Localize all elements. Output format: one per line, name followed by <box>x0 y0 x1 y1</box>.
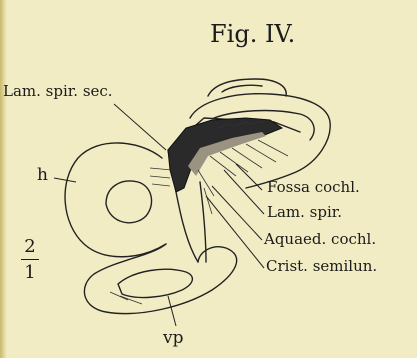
round-window <box>106 181 152 223</box>
basal-coil-outline <box>65 143 166 257</box>
lower-loop-inner <box>118 269 192 297</box>
label-lam-spir-sec: Lam. spir. sec. <box>3 84 113 99</box>
scale-fraction: 2 1 <box>21 238 39 282</box>
label-crist-semilun: Crist. semilun. <box>266 259 377 274</box>
lower-loop-outline <box>84 244 236 314</box>
figure-title: Fig. IV. <box>210 22 295 46</box>
label-lam-spir: Lam. spir. <box>267 205 342 220</box>
label-h: h <box>37 167 48 184</box>
fraction-bar <box>21 259 39 260</box>
label-vp: vp <box>163 330 184 347</box>
label-aquaed-cochl: Aquaed. cochl. <box>264 232 376 247</box>
leader-lam-spir <box>224 170 264 214</box>
apical-coil-inner <box>222 85 262 92</box>
leader-fossa-cochl <box>236 164 262 190</box>
scale-numerator: 2 <box>21 238 39 256</box>
label-fossa-cochl: Fossa cochl. <box>267 180 360 195</box>
scale-denominator: 1 <box>21 264 39 282</box>
leader-h <box>54 178 76 182</box>
leader-crist-semilun <box>206 196 264 268</box>
leader-vp <box>168 296 176 326</box>
